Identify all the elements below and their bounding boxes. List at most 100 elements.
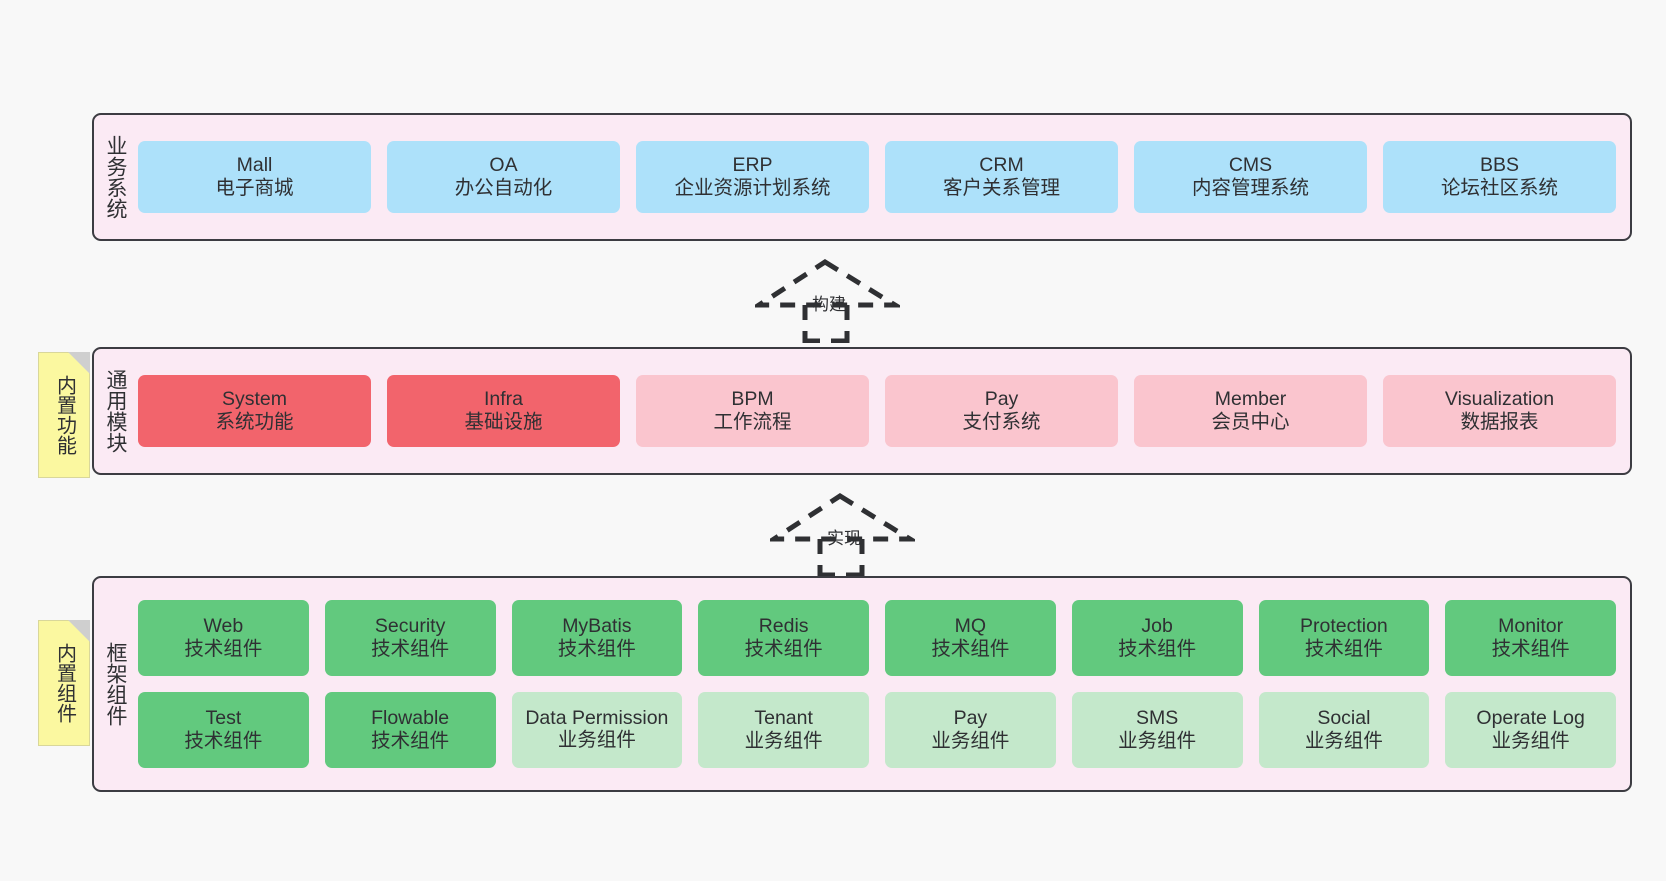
cell-subtitle: 论坛社区系统	[1440, 177, 1558, 199]
layer-cells-framework-components: Web 技术组件 Security 技术组件 MyBatis 技术组件 Redi…	[136, 578, 1630, 790]
cell-infra[interactable]: Infra 基础设施	[387, 375, 620, 447]
layer-cells-business-systems: Mall 电子商城 OA 办公自动化 ERP 企业资源计划系统 CRM 客户关系…	[136, 115, 1630, 239]
cell-title: CMS	[1228, 153, 1273, 176]
cell-title: Monitor	[1498, 614, 1564, 637]
cell-subtitle: 基础设施	[464, 411, 543, 433]
cell-title: MyBatis	[562, 614, 632, 637]
cell-subtitle: 业务组件	[744, 730, 823, 752]
cell-mybatis[interactable]: MyBatis 技术组件	[511, 600, 683, 676]
layer-framework-components: 框架组件 Web 技术组件 Security 技术组件 MyBatis 技术组件…	[92, 576, 1632, 792]
cell-title: BPM	[731, 387, 774, 410]
cell-subtitle: 技术组件	[557, 638, 636, 660]
cell-member[interactable]: Member 会员中心	[1134, 375, 1367, 447]
cell-social[interactable]: Social 业务组件	[1258, 692, 1430, 768]
cell-title: Operate Log	[1476, 706, 1585, 729]
cell-title: Web	[203, 614, 244, 637]
note-builtin-features: 内置功能	[38, 352, 90, 478]
cell-title: Infra	[483, 387, 524, 410]
cell-title: Pay	[953, 706, 988, 729]
cell-title: Security	[374, 614, 446, 637]
cell-mq[interactable]: MQ 技术组件	[885, 600, 1056, 676]
cell-pay-biz[interactable]: Pay 业务组件	[885, 692, 1056, 768]
cell-subtitle: 技术组件	[931, 638, 1010, 660]
cell-title: Test	[205, 706, 242, 729]
cell-subtitle: 会员中心	[1211, 411, 1290, 433]
cell-title: Protection	[1299, 614, 1388, 637]
layer-cells-common-modules: System 系统功能 Infra 基础设施 BPM 工作流程 Pay 支付系统…	[136, 349, 1630, 473]
layer-label-business-systems: 业务系统	[103, 135, 127, 219]
cell-title: Tenant	[754, 706, 813, 729]
arrow-label-build: 构建	[812, 295, 846, 314]
cell-subtitle: 技术组件	[1491, 638, 1570, 660]
cell-subtitle: 技术组件	[371, 730, 450, 752]
cell-title: ERP	[732, 153, 773, 176]
cell-operate-log[interactable]: Operate Log 业务组件	[1445, 692, 1616, 768]
cell-subtitle: 工作流程	[713, 411, 792, 433]
layer-label-framework-components: 框架组件	[103, 642, 127, 726]
cell-system[interactable]: System 系统功能	[138, 375, 371, 447]
cell-subtitle: 业务组件	[557, 728, 636, 751]
cell-title: Mall	[236, 153, 273, 176]
cell-title: Flowable	[371, 706, 450, 729]
cell-title: OA	[489, 153, 518, 176]
cell-title: Social	[1317, 706, 1371, 729]
cell-oa[interactable]: OA 办公自动化	[387, 141, 620, 213]
cell-title: Visualization	[1444, 387, 1555, 410]
note-builtin-components: 内置组件	[38, 620, 90, 746]
cell-subtitle: 技术组件	[1304, 638, 1383, 660]
cell-subtitle: 业务组件	[1491, 730, 1570, 752]
cell-subtitle: 数据报表	[1460, 411, 1539, 433]
cell-visualization[interactable]: Visualization 数据报表	[1383, 375, 1616, 447]
cell-subtitle: 技术组件	[184, 638, 263, 660]
cell-tenant[interactable]: Tenant 业务组件	[698, 692, 869, 768]
cell-web[interactable]: Web 技术组件	[138, 600, 309, 676]
cell-title: Member	[1214, 387, 1287, 410]
cell-title: BBS	[1479, 153, 1520, 176]
cell-pay[interactable]: Pay 支付系统	[885, 375, 1118, 447]
cell-subtitle: 技术组件	[744, 638, 823, 660]
cell-title: Job	[1141, 614, 1173, 637]
cell-subtitle: 办公自动化	[454, 177, 553, 199]
layer-common-modules: 通用模块 System 系统功能 Infra 基础设施 BPM 工作流程 Pay…	[92, 347, 1632, 475]
cell-row: Mall 电子商城 OA 办公自动化 ERP 企业资源计划系统 CRM 客户关系…	[138, 141, 1616, 213]
cell-erp[interactable]: ERP 企业资源计划系统	[636, 141, 869, 213]
cell-cms[interactable]: CMS 内容管理系统	[1134, 141, 1367, 213]
cell-row: System 系统功能 Infra 基础设施 BPM 工作流程 Pay 支付系统…	[138, 375, 1616, 447]
cell-monitor[interactable]: Monitor 技术组件	[1445, 600, 1616, 676]
cell-subtitle: 客户关系管理	[942, 177, 1060, 199]
cell-row: Test 技术组件 Flowable 技术组件 Data Permission …	[138, 692, 1616, 768]
cell-title: MQ	[954, 614, 987, 637]
cell-subtitle: 技术组件	[184, 730, 263, 752]
cell-crm[interactable]: CRM 客户关系管理	[885, 141, 1118, 213]
cell-title: System	[221, 387, 287, 410]
cell-title: Pay	[984, 387, 1019, 410]
cell-subtitle: 内容管理系统	[1191, 177, 1309, 199]
cell-bpm[interactable]: BPM 工作流程	[636, 375, 869, 447]
cell-title: SMS	[1135, 706, 1179, 729]
cell-sms[interactable]: SMS 业务组件	[1071, 692, 1243, 768]
cell-title: Data Permission	[525, 706, 669, 729]
cell-security[interactable]: Security 技术组件	[324, 600, 496, 676]
cell-title: Redis	[758, 614, 809, 637]
cell-subtitle: 企业资源计划系统	[674, 177, 831, 199]
cell-subtitle: 业务组件	[931, 730, 1010, 752]
cell-subtitle: 技术组件	[1118, 638, 1197, 660]
cell-flowable[interactable]: Flowable 技术组件	[324, 692, 496, 768]
cell-subtitle: 电子商城	[215, 177, 294, 199]
cell-subtitle: 业务组件	[1118, 730, 1197, 752]
cell-mall[interactable]: Mall 电子商城	[138, 141, 371, 213]
cell-row: Web 技术组件 Security 技术组件 MyBatis 技术组件 Redi…	[138, 600, 1616, 676]
cell-protection[interactable]: Protection 技术组件	[1258, 600, 1430, 676]
layer-business-systems: 业务系统 Mall 电子商城 OA 办公自动化 ERP 企业资源计划系统 CRM…	[92, 113, 1632, 241]
cell-redis[interactable]: Redis 技术组件	[698, 600, 869, 676]
cell-subtitle: 业务组件	[1304, 730, 1383, 752]
cell-subtitle: 系统功能	[215, 411, 294, 433]
cell-title: CRM	[979, 153, 1024, 176]
cell-data-permission[interactable]: Data Permission 业务组件	[511, 692, 683, 768]
cell-subtitle: 技术组件	[371, 638, 450, 660]
cell-job[interactable]: Job 技术组件	[1071, 600, 1243, 676]
cell-test[interactable]: Test 技术组件	[138, 692, 309, 768]
cell-bbs[interactable]: BBS 论坛社区系统	[1383, 141, 1616, 213]
cell-subtitle: 支付系统	[962, 411, 1041, 433]
